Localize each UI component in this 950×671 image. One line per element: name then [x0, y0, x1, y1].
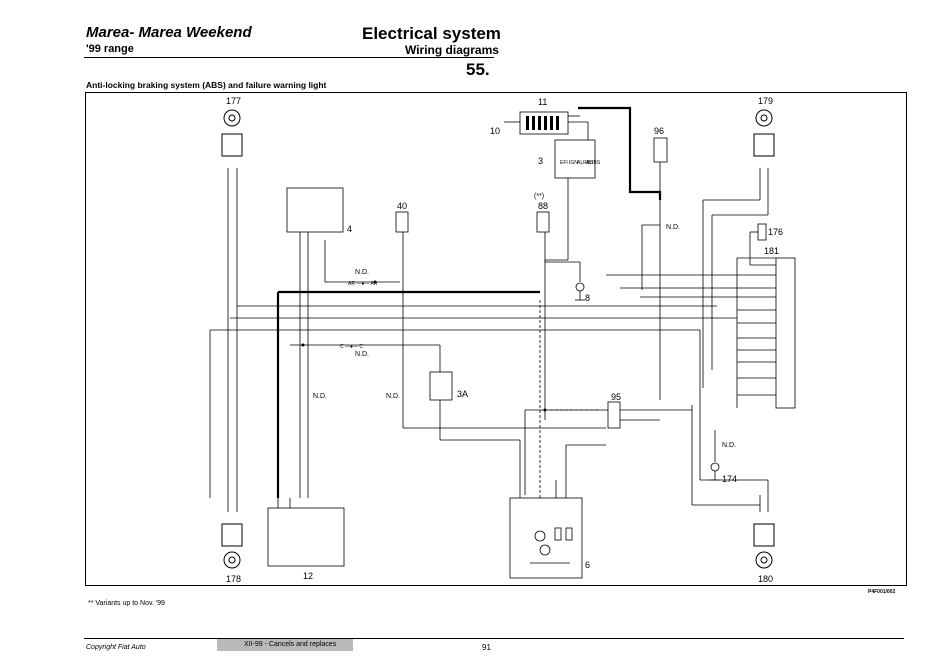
label-96: 96 [654, 126, 664, 136]
c-c-label: C —●— C [340, 344, 363, 350]
thick-wire [578, 106, 662, 200]
fuse-label-efi: EFI [560, 160, 568, 166]
nd-label-96: N.D. [666, 224, 680, 231]
label-174: 174 [722, 474, 737, 484]
nd-label-12: N.D. [313, 393, 327, 400]
header-section-subtitle: Wiring diagrams [405, 43, 499, 57]
nd-label-cc: N.D. [355, 351, 369, 358]
label-8: 8 [585, 293, 590, 303]
fuse-label-ign: IGN [569, 160, 578, 166]
label-88-note: (**) [534, 193, 544, 200]
label-176: 176 [768, 227, 783, 237]
sensor-connector-icon [753, 523, 775, 547]
drawing-ref-code: P4F001/002 [868, 589, 896, 595]
wheel-sensor-icon [755, 551, 773, 569]
wheel-sensor-icon [223, 551, 241, 569]
sensor-connector-icon [221, 133, 243, 157]
label-177: 177 [226, 96, 241, 106]
label-40: 40 [397, 201, 407, 211]
header-model-title: Marea- Marea Weekend [86, 24, 252, 41]
edition-badge: XII-99 - Cancels and replaces [217, 639, 353, 651]
label-11: 11 [538, 97, 547, 107]
label-10: 10 [490, 126, 500, 136]
label-3a: 3A [457, 389, 468, 399]
label-6: 6 [585, 560, 590, 570]
label-88: 88 [538, 201, 548, 211]
sensor-connector-icon [221, 523, 243, 547]
label-179: 179 [758, 96, 773, 106]
footer-rule [84, 638, 904, 639]
label-4: 4 [347, 224, 352, 234]
diagram-title: Anti-locking braking system (ABS) and fa… [86, 80, 327, 90]
nd-label-174: N.D. [722, 442, 736, 449]
page-number: 91 [482, 643, 491, 652]
diagram-frame [85, 92, 907, 586]
header-range: '99 range [86, 43, 134, 55]
ar-ar-label: AR —●— AR [348, 281, 378, 287]
nd-label-4: N.D. [355, 269, 369, 276]
copyright: Copyright Fiat Auto [86, 644, 146, 651]
fuse-label-alrbs: ALRBS [577, 160, 594, 166]
header-page-ref: 55. [466, 60, 490, 79]
footnote: ** Variants up to Nov. '99 [88, 600, 165, 607]
nd-label-40: N.D. [386, 393, 400, 400]
sensor-connector-icon [753, 133, 775, 157]
label-180: 180 [758, 574, 773, 584]
wheel-sensor-icon [755, 109, 773, 127]
wheel-sensor-icon [223, 109, 241, 127]
label-95: 95 [611, 392, 621, 402]
header-section-title: Electrical system [362, 24, 501, 43]
label-181: 181 [764, 246, 779, 256]
fuse-label-alibs: ALIBS [586, 160, 601, 166]
label-12: 12 [303, 571, 313, 581]
header-rule [84, 57, 494, 58]
label-3: 3 [538, 156, 543, 166]
label-178: 178 [226, 574, 241, 584]
